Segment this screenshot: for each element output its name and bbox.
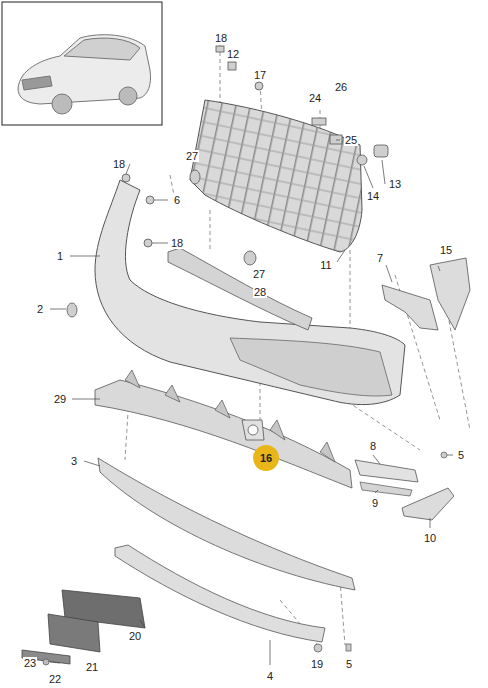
- callout-number: 11: [319, 259, 332, 271]
- callout-number: 3: [70, 455, 78, 467]
- callout-number: 27: [252, 268, 266, 280]
- callout-number: 21: [85, 661, 99, 673]
- callout-number: 8: [369, 440, 377, 452]
- callout-number: 25: [344, 134, 358, 146]
- callout-number: 7: [376, 252, 384, 264]
- callout-number: 22: [48, 673, 62, 685]
- callout-number: 29: [53, 393, 67, 405]
- callout-number: 5: [457, 449, 465, 461]
- highlighted-callout: 16: [253, 445, 279, 471]
- callout-number: 12: [226, 48, 240, 60]
- callout-number: 9: [371, 497, 379, 509]
- callout-number: 13: [388, 178, 402, 190]
- callout-number: 19: [310, 658, 324, 670]
- callout-number: 20: [128, 630, 142, 642]
- callout-number: 1: [56, 250, 64, 262]
- callout-number: 16: [260, 452, 272, 464]
- callout-number: 26: [334, 81, 348, 93]
- callout-number: 18: [214, 32, 228, 44]
- callout-number: 27: [185, 150, 199, 162]
- callout-number: 2: [36, 303, 44, 315]
- callout-number: 6: [173, 194, 181, 206]
- callout-number: 28: [253, 286, 267, 298]
- callout-number: 23: [23, 657, 37, 669]
- callout-number: 18: [170, 237, 184, 249]
- callout-number: 17: [253, 69, 267, 81]
- callout-number: 15: [439, 244, 453, 256]
- callout-number: 24: [308, 92, 322, 104]
- callout-number: 14: [366, 190, 380, 202]
- callout-number: 4: [266, 670, 274, 682]
- callout-number: 10: [423, 532, 437, 544]
- callout-number: 18: [112, 158, 126, 170]
- callout-number: 5: [345, 658, 353, 670]
